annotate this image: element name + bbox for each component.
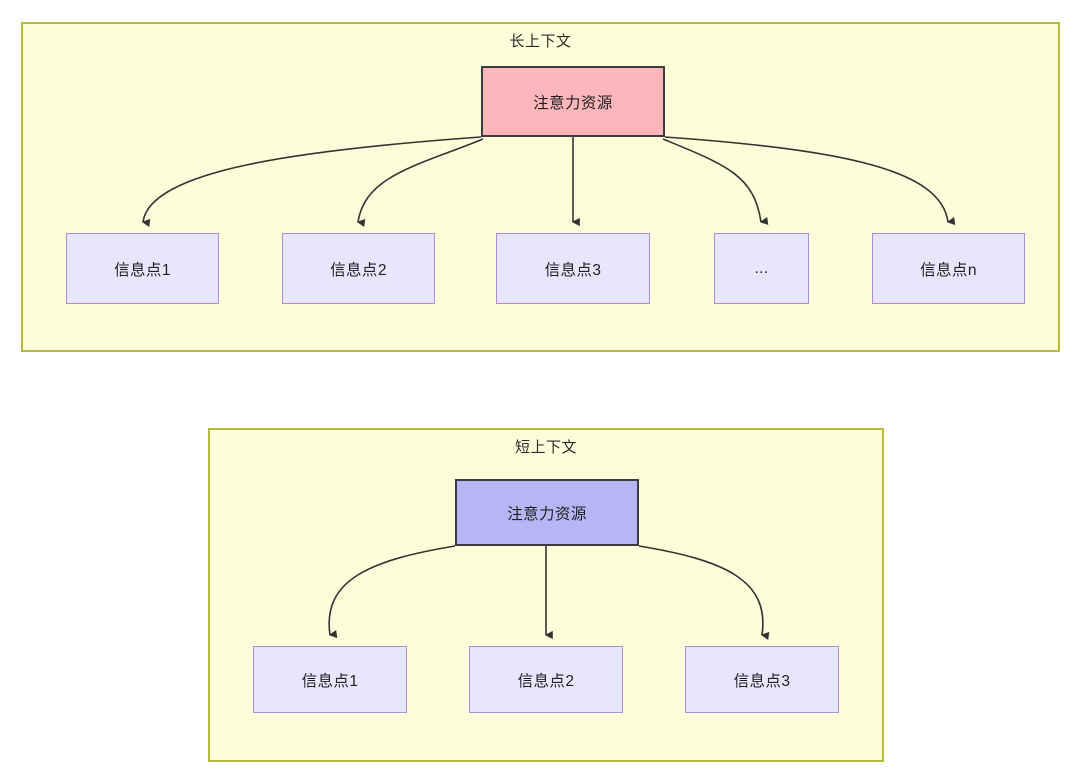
- node-info-point-3-short[interactable]: 信息点3: [685, 646, 839, 713]
- node-label: 信息点2: [330, 261, 387, 279]
- node-attention-resource-short[interactable]: 注意力资源: [455, 479, 639, 546]
- node-info-point-2-long[interactable]: 信息点2: [282, 233, 435, 304]
- panel-long-context-title: 长上下文: [509, 33, 572, 50]
- node-label: 注意力资源: [533, 94, 613, 112]
- node-label: 信息点n: [920, 261, 977, 279]
- node-attention-resource-long[interactable]: 注意力资源: [481, 66, 665, 137]
- node-label: 信息点1: [114, 261, 171, 279]
- node-info-point-2-short[interactable]: 信息点2: [469, 646, 623, 713]
- node-label: 信息点3: [544, 261, 602, 279]
- node-label: ...: [754, 259, 769, 277]
- node-info-point-ellipsis-long[interactable]: ...: [714, 233, 809, 304]
- node-info-point-1-short[interactable]: 信息点1: [253, 646, 407, 713]
- node-info-point-3-long[interactable]: 信息点3: [496, 233, 650, 304]
- node-label: 信息点3: [733, 672, 791, 690]
- node-info-point-n-long[interactable]: 信息点n: [872, 233, 1025, 304]
- node-label: 信息点2: [517, 672, 575, 690]
- panel-short-context-title: 短上下文: [514, 439, 577, 456]
- node-label: 注意力资源: [507, 505, 587, 523]
- node-info-point-1-long[interactable]: 信息点1: [66, 233, 219, 304]
- node-label: 信息点1: [301, 672, 359, 690]
